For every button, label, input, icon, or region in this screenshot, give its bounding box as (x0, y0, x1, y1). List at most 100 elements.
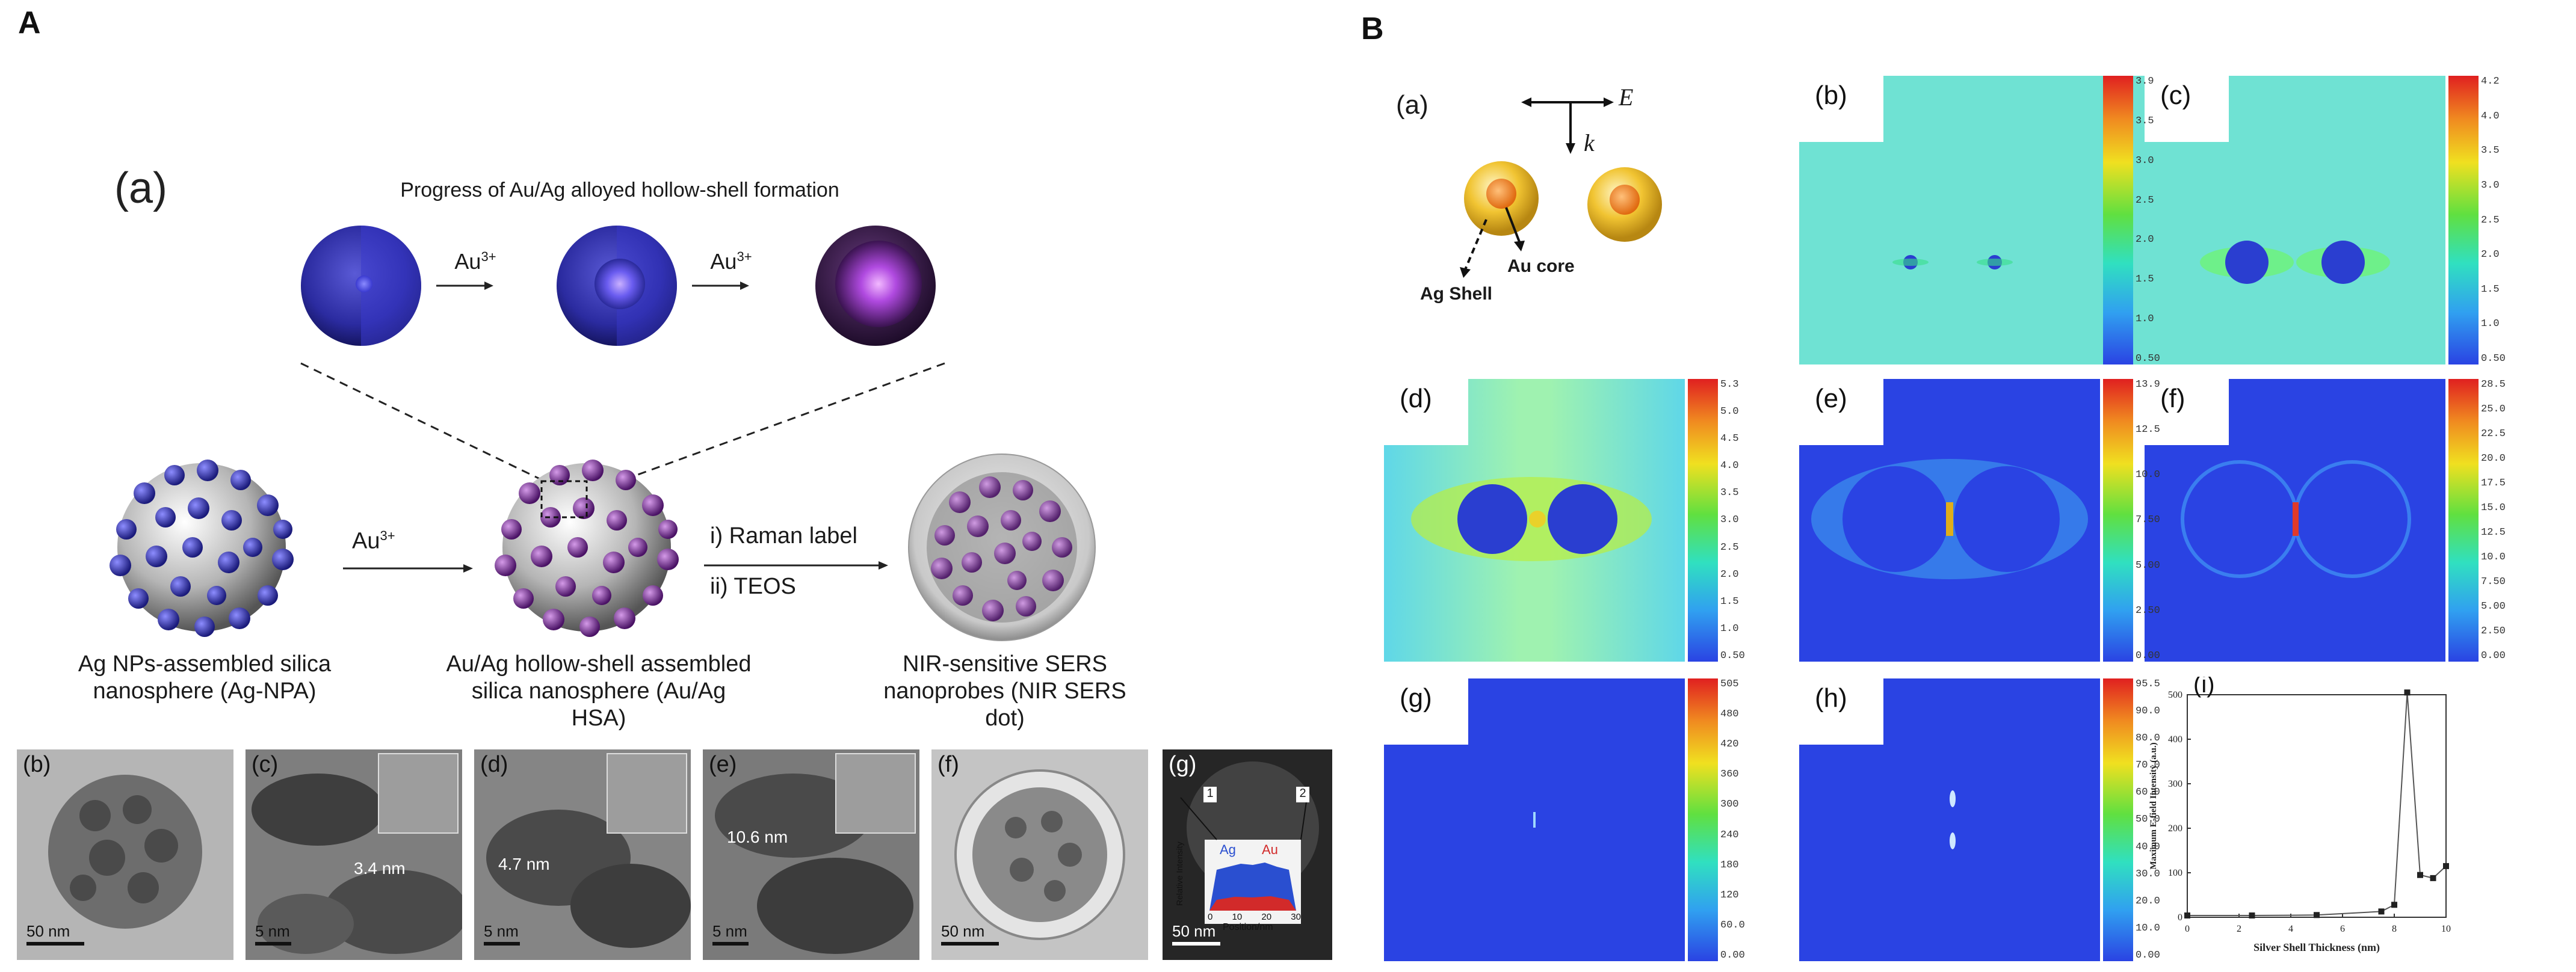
colorbar-tick-label: 0.50 (2481, 353, 2506, 364)
ag-npa-sphere (110, 460, 294, 637)
tem-measure-c: 3.4 nm (354, 859, 406, 878)
ion-label-3: Au3+ (352, 528, 395, 554)
colorbar-tick-label: 5.00 (2136, 559, 2160, 571)
field-map-h: (h) (1799, 678, 2100, 961)
x-tick-label: 10 (2441, 924, 2451, 934)
colorbar-tick-label: 120 (1720, 889, 1739, 901)
colorbar-tick-label: 25.0 (2481, 404, 2506, 415)
y-tick-label: 500 (2168, 690, 2182, 700)
colorbar-tick-label: 2.5 (1720, 541, 1739, 553)
tem-scalebar-e (712, 942, 749, 946)
arrow-1 (343, 564, 473, 573)
field-map-d: (d) (1384, 379, 1721, 662)
panel-b-sublabel-a: (a) (1396, 90, 1429, 120)
colorbar-tick-label: 0.00 (2481, 650, 2506, 662)
colorbar-tick-label: 40.0 (2136, 841, 2160, 853)
colorbar-tick-label: 80.0 (2136, 733, 2160, 745)
tem-scale-d: 5 nm (484, 922, 519, 940)
hollow-shell-progression (301, 226, 936, 346)
chart-panel-label: (i) (2193, 677, 2215, 698)
tem-inset-d (607, 753, 687, 834)
tem-inset-e (835, 753, 916, 834)
colorbar-tick-label: 1.0 (2136, 313, 2154, 325)
colorbar-tick-label: 4.0 (1720, 460, 1739, 472)
colorbar-tick-label: 1.0 (2481, 318, 2500, 330)
colorbar-tick-label: 28.5 (2481, 379, 2506, 390)
field-map-g-label: (g) (1384, 678, 1468, 745)
tem-label-e: (e) (709, 752, 737, 777)
chart-plot-area (2187, 694, 2447, 918)
colorbar-5 (1688, 678, 1718, 961)
colorbar-tick-label: 4.2 (2481, 76, 2500, 87)
colorbar-tick-label: 15.0 (2481, 502, 2506, 514)
colorbar-tick-label: 90.0 (2136, 706, 2160, 718)
colorbar-tick-label: 7.50 (2136, 514, 2160, 526)
y-tick-label: 0 (2178, 912, 2182, 923)
colorbar-tick-label: 2.0 (1720, 568, 1739, 580)
colorbar-2 (1688, 379, 1718, 662)
colorbar-tick-label: 0.00 (2136, 949, 2160, 961)
colorbar-tick-label: 480 (1720, 709, 1739, 721)
arrow-2 (704, 561, 888, 570)
sphere-stage-2 (557, 226, 677, 346)
colorbar-tick-label: 2.50 (2136, 604, 2160, 617)
colorbar-tick-label: 240 (1720, 829, 1739, 841)
colorbar-tick-label: 7.50 (2481, 576, 2506, 588)
data-point (2443, 863, 2449, 869)
data-point (2184, 912, 2190, 919)
field-map-b-label: (b) (1799, 76, 1883, 142)
colorbar-tick-label: 3.0 (1720, 514, 1739, 526)
colorbar-tick-label: 30.0 (2136, 868, 2160, 880)
data-point (2314, 912, 2320, 918)
tem-label-c: (c) (252, 752, 279, 777)
colorbar-tick-label: 10.0 (2136, 922, 2160, 934)
colorbar-tick-label: 3.5 (1720, 487, 1739, 499)
colorbar-tick-label: 3.0 (2136, 155, 2154, 167)
field-map-e: (e) (1799, 379, 2100, 662)
y-tick-label: 300 (2168, 779, 2182, 789)
ion-label-2: Au3+ (710, 249, 752, 274)
tem-image-b: (b) 50 nm (17, 749, 233, 960)
x-tick-label: 4 (2288, 924, 2293, 934)
tem-scalebar-d (484, 942, 520, 946)
data-point (2249, 912, 2255, 919)
colorbar-tick-label: 0.50 (1720, 650, 1745, 662)
colorbar-tick-label: 20.0 (2136, 895, 2160, 907)
panel-a-letter: A (18, 5, 41, 40)
tem-image-c: (c) 3.4 nm 5 nm (246, 749, 462, 960)
colorbar-tick-label: 4.0 (2481, 110, 2500, 122)
colorbar-tick-label: 180 (1720, 859, 1739, 871)
data-point (2378, 908, 2385, 915)
field-k-label: k (1584, 129, 1595, 156)
colorbar-1 (2448, 76, 2479, 364)
tem-scalebar-g (1172, 942, 1220, 946)
au-ag-hsa-sphere (495, 460, 679, 637)
y-axis-label: Maximum E-field Intensity (a.u.) (2149, 742, 2158, 869)
field-e-label: E (1619, 84, 1634, 111)
colorbar-tick-label: 360 (1720, 769, 1739, 781)
tem-label-f: (f) (937, 752, 959, 777)
colorbar-tick-label: 10.0 (2481, 552, 2506, 563)
colorbar-4 (2448, 379, 2479, 662)
tem-marker-2: 2 (1296, 787, 1309, 802)
colorbar-tick-label: 2.0 (2481, 249, 2500, 261)
colorbar-tick-label: 0.00 (1720, 949, 1745, 961)
x-axis-label: Silver Shell Thickness (nm) (2253, 941, 2380, 954)
tem-measure-e: 10.6 nm (727, 828, 788, 846)
colorbar-tick-label: 95.5 (2136, 678, 2160, 690)
colorbar-tick-label: 300 (1720, 799, 1739, 811)
colorbar-tick-label: 13.9 (2136, 379, 2160, 390)
colorbar-6 (2103, 678, 2133, 961)
geometry-schematic: (a) E k Ag Shel (1384, 66, 1745, 319)
tem-legend-ag: Ag (1220, 842, 1236, 857)
colorbar-tick-label: 5.0 (1720, 406, 1739, 418)
